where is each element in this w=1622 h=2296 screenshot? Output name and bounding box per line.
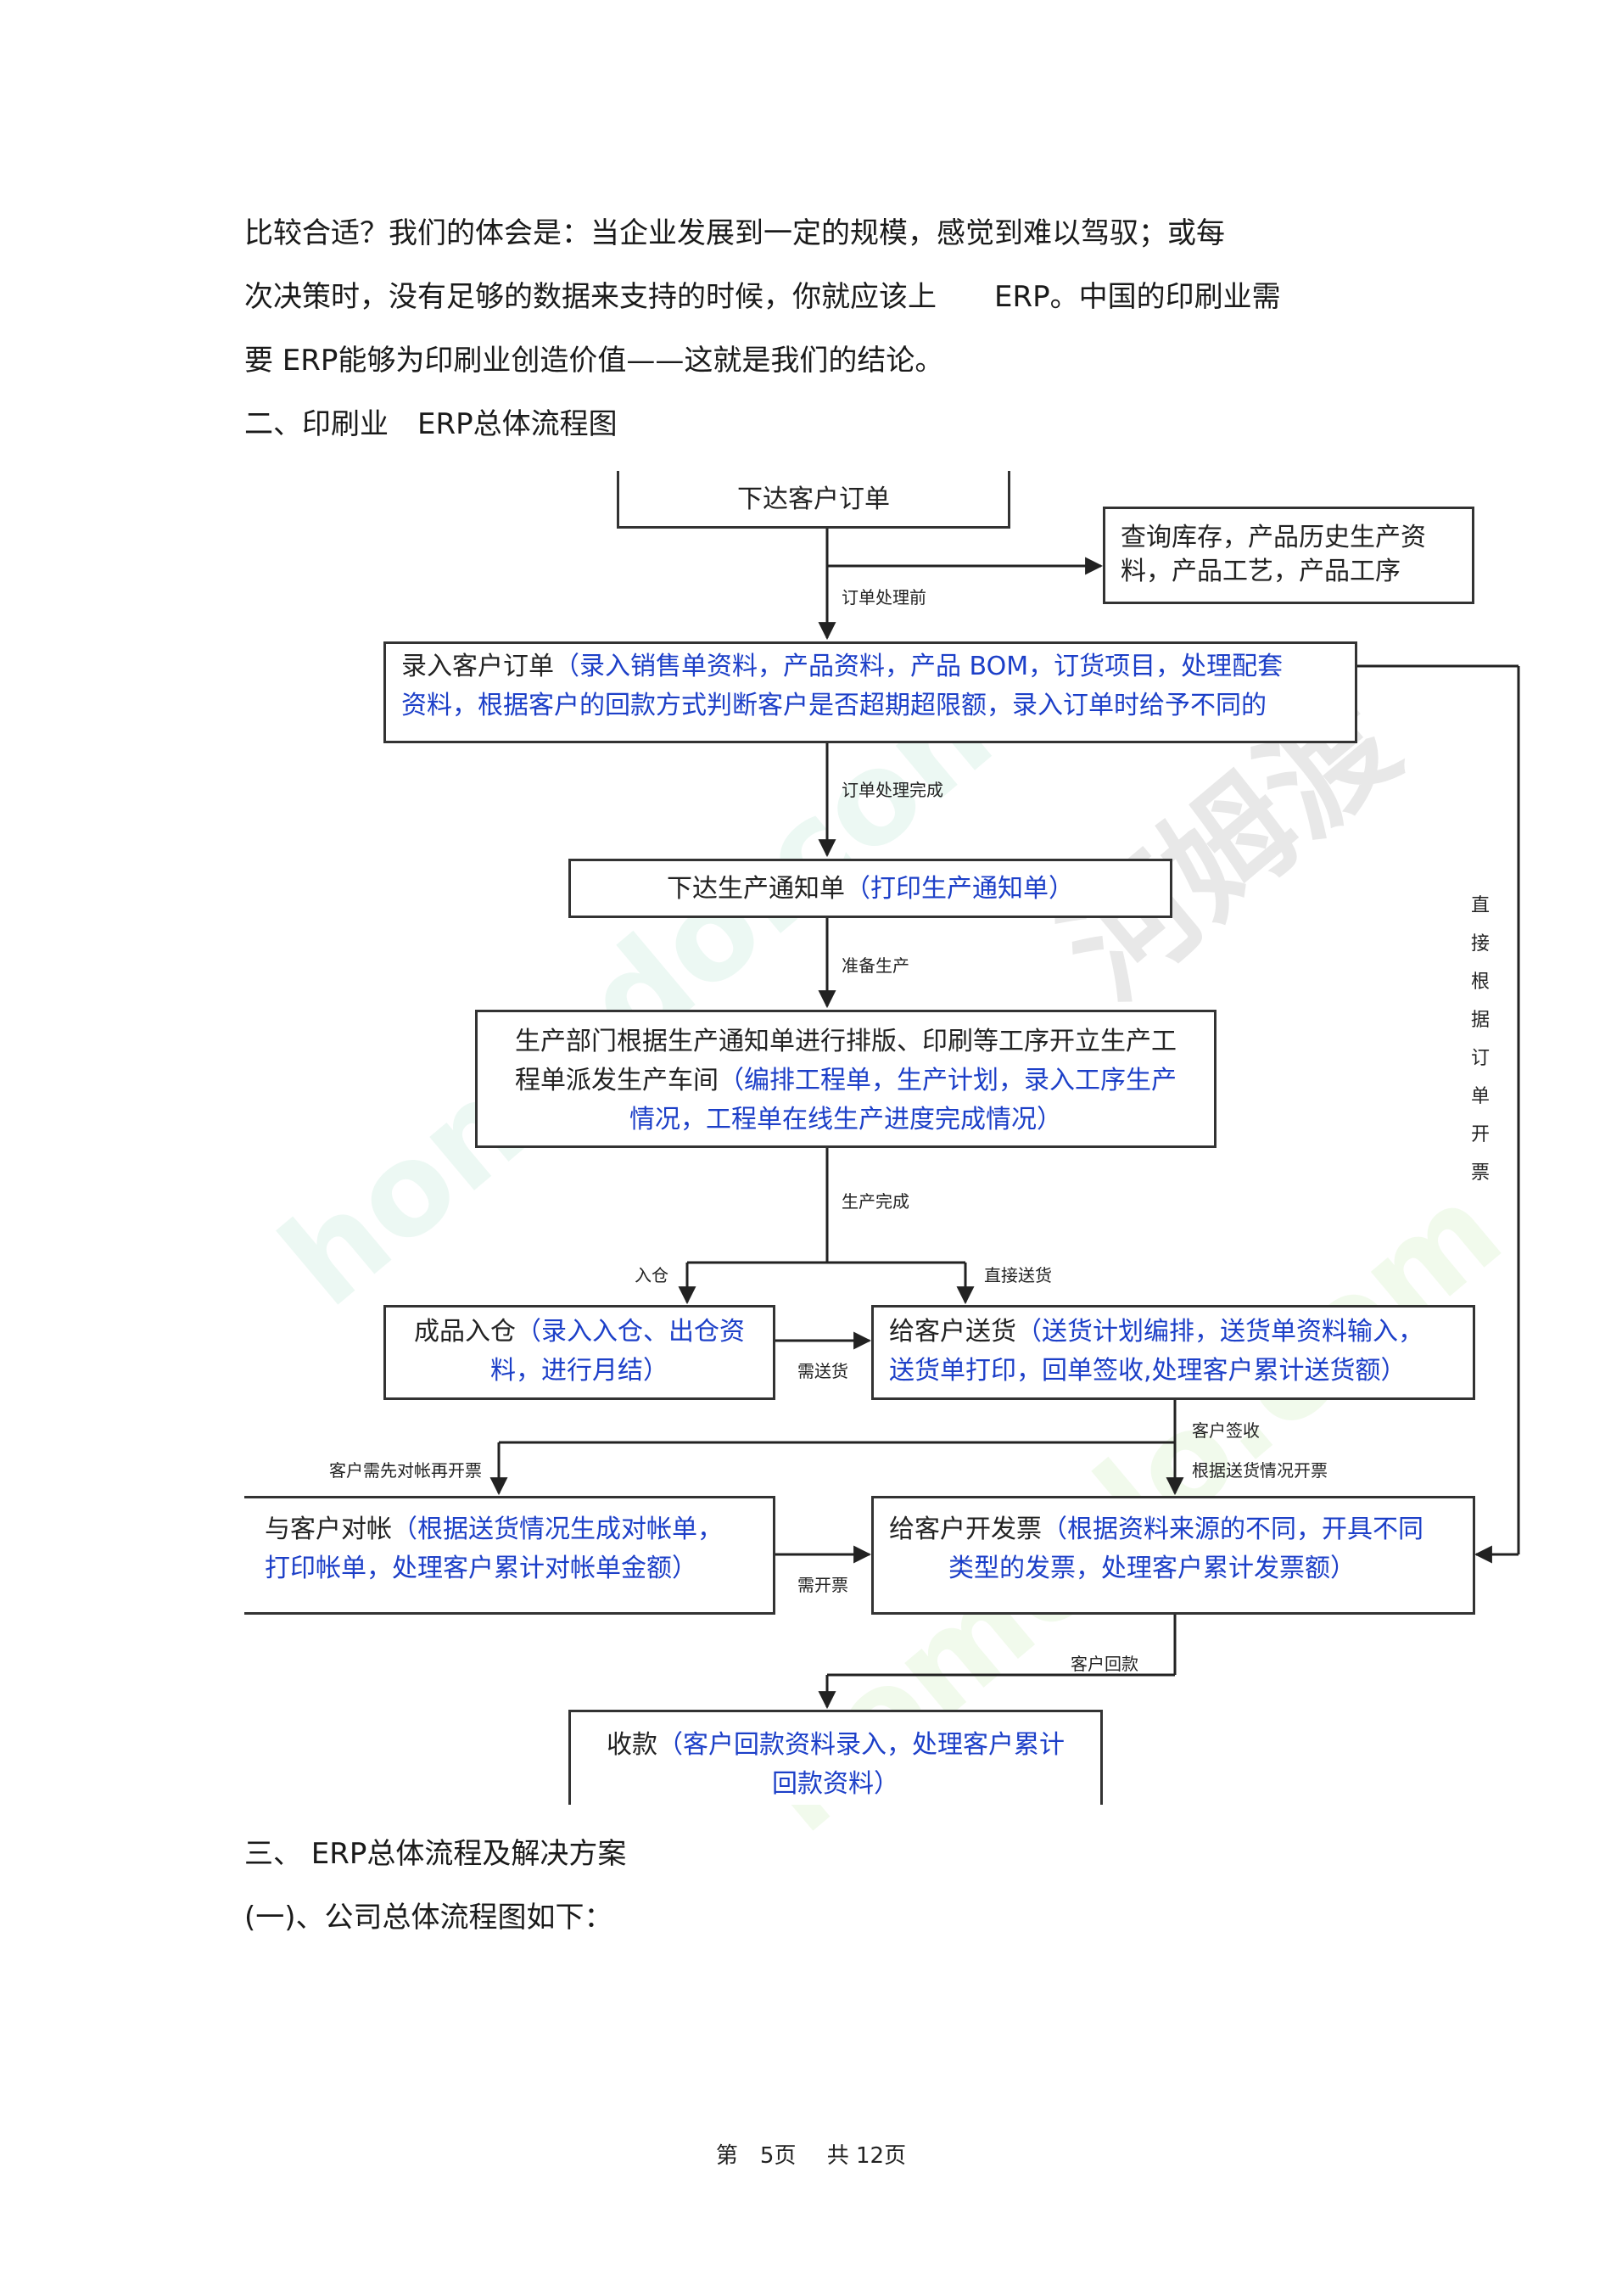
paragraph-line-2: 次决策时，没有足够的数据来支持的时候，你就应该上 ERP。中国的印刷业需 [244,280,1281,314]
box-invoice-detail-1: （根据资料来源的不同，开具不同 [1042,1515,1423,1544]
label-reconcile-first: 客户需先对帐再开票 [329,1460,482,1481]
box-reconcile-title: 与客户对帐 [265,1515,392,1544]
box-production-dept-detail-1: （编排工程单，生产计划，录入工序生产 [719,1066,1177,1095]
box-invoice-detail-2: 类型的发票，处理客户累计发票额） [948,1554,1356,1583]
label-processing-done: 订单处理完成 [842,780,943,800]
box-entry-order-detail-2: 资料，根据客户的回款方式判断客户是否超期超限额，录入订单时给予不同的 [401,691,1267,720]
box-entry-order: 录入客户订单（录入销售单资料，产品资料，产品 BOM，订货项目，处理配套 资料，… [383,641,1357,743]
box-deliver: 给客户送货（送货计划编排，送货单资料输入， 送货单打印，回单签收,处理客户累计送… [871,1305,1475,1400]
box-receipt: 收款（客户回款资料录入，处理客户累计 回款资料） [568,1710,1103,1805]
label-invoice-by-delivery: 根据送货情况开票 [1192,1460,1328,1481]
paragraph-line-3: 要 ERP能够为印刷业创造价值——这就是我们的结论。 [244,344,944,378]
label-need-invoice: 需开票 [797,1575,848,1595]
box-reconcile-detail-2: 打印帐单，处理客户累计对帐单金额） [265,1554,697,1583]
box-entry-order-detail-1: （录入销售单资料，产品资料，产品 BOM，订货项目，处理配套 [554,652,1284,681]
section-heading-3: 三、 ERP总体流程及解决方案 [244,1837,627,1871]
label-customer-signed: 客户签收 [1192,1420,1260,1441]
box-receipt-title: 收款 [607,1730,657,1760]
box-place-order-label: 下达客户订单 [737,484,890,514]
box-deliver-detail-2: 送货单打印，回单签收,处理客户累计送货额） [889,1356,1407,1386]
box-invoice: 给客户开发票（根据资料来源的不同，开具不同 类型的发票，处理客户累计发票额） [871,1496,1475,1615]
paragraph-line-1: 比较合适？我们的体会是：当企业发展到一定的规模，感觉到难以驾驭；或每 [244,216,1225,250]
label-production-finished: 生产完成 [842,1191,909,1212]
box-entry-order-title: 录入客户订单 [401,652,554,681]
box-inquiry-line-1: 查询库存，产品历史生产资 [1121,523,1426,552]
box-deliver-detail-1: （送货计划编排，送货单资料输入， [1016,1317,1423,1347]
box-stock-in-title: 成品入仓 [414,1317,516,1347]
label-prepare-production: 准备生产 [842,955,909,976]
box-production-notice: 下达生产通知单（打印生产通知单） [568,859,1172,918]
box-invoice-title: 给客户开发票 [889,1515,1042,1544]
page-total: 共 12页 [826,2143,907,2169]
box-stock-in-detail-1: （录入入仓、出仓资 [516,1317,745,1347]
box-production-dept-line-1: 生产部门根据生产通知单进行排版、印刷等工序开立生产工 [515,1027,1177,1056]
box-receipt-detail-2: 回款资料） [772,1769,899,1799]
box-deliver-title: 给客户送货 [889,1317,1016,1347]
label-customer-payment: 客户回款 [1071,1654,1138,1674]
box-production-dept: 生产部门根据生产通知单进行排版、印刷等工序开立生产工 程单派发生产车间（编排工程… [475,1010,1216,1148]
box-inquiry-line-2: 料，产品工艺，产品工序 [1121,557,1401,586]
section-heading-2: 二、印刷业 ERP总体流程图 [244,407,618,441]
page-number: 第 5页 [715,2143,797,2169]
box-production-dept-line-2: 程单派发生产车间 [515,1066,719,1095]
box-production-notice-title: 下达生产通知单 [667,874,845,904]
box-reconcile-detail-1: （根据送货情况生成对帐单， [392,1515,723,1544]
box-production-dept-detail-2: 情况，工程单在线生产进度完成情况） [629,1105,1062,1134]
box-receipt-detail-1: （客户回款资料录入，处理客户累计 [657,1730,1065,1760]
label-before-processing: 订单处理前 [842,587,926,608]
page-footer: 第 5页 共 12页 [0,2138,1622,2170]
box-reconcile: 与客户对帐（根据送货情况生成对帐单， 打印帐单，处理客户累计对帐单金额） [244,1496,775,1615]
box-stock-in-detail-2: 料，进行月结） [490,1356,668,1386]
box-inquiry: 查询库存，产品历史生产资 料，产品工艺，产品工序 [1103,507,1474,604]
label-invoice-directly-by-order: 直接根据订单开票 [1470,895,1490,1184]
box-production-notice-detail: （打印生产通知单） [845,874,1074,904]
subsection-heading-1: (一)、公司总体流程图如下： [244,1901,613,1935]
box-stock-in: 成品入仓（录入入仓、出仓资 料，进行月结） [383,1305,775,1400]
label-in-stock: 入仓 [635,1265,668,1285]
box-place-order: 下达客户订单 [617,471,1010,529]
label-direct-delivery: 直接送货 [984,1265,1052,1285]
label-need-delivery: 需送货 [797,1361,848,1381]
